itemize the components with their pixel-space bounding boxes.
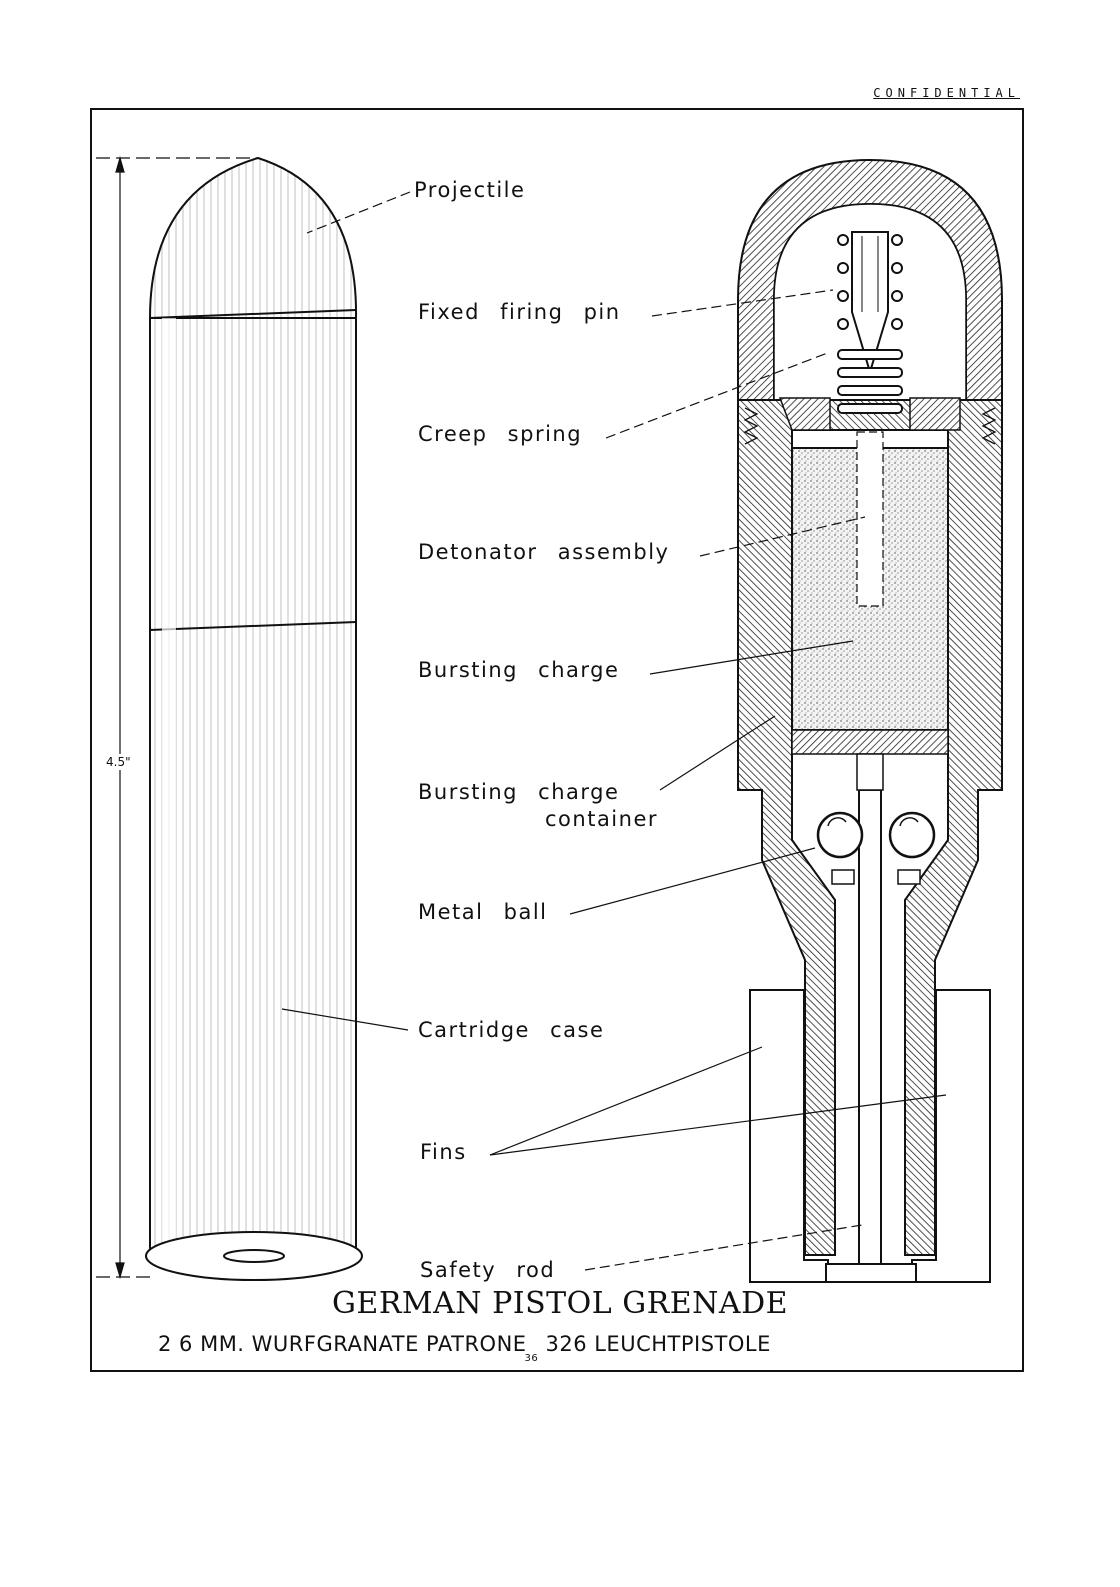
length-dimension: 4.5"	[106, 754, 131, 770]
label-bursting-charge-container: Bursting charge	[418, 780, 620, 804]
leader-lines	[281, 191, 947, 1271]
grenade-cross-section	[737, 158, 1003, 1283]
diagram-title: GERMAN PISTOL GRENADE	[331, 1286, 789, 1321]
label-bursting-charge: Bursting charge	[418, 658, 620, 682]
label-detonator-assembly: Detonator assembly	[418, 540, 670, 564]
label-fins: Fins	[420, 1140, 467, 1164]
subtitle-main: 2 6 MM. WURFGRANATE PATRONE	[158, 1332, 527, 1356]
label-container: container	[545, 807, 659, 831]
subtitle-subscript: 36	[524, 1353, 539, 1364]
dimension-line	[96, 155, 258, 1280]
label-metal-ball: Metal ball	[418, 900, 548, 924]
confidential-stamp: CONFIDENTIAL	[873, 86, 1020, 100]
label-creep-spring: Creep spring	[418, 422, 583, 446]
label-fixed-firing-pin: Fixed firing pin	[418, 300, 621, 324]
drawing-frame	[90, 108, 1024, 1372]
cartridge-exterior	[145, 156, 363, 1281]
label-projectile: Projectile	[414, 178, 526, 202]
label-safety-rod: Safety rod	[420, 1258, 556, 1282]
subtitle-rest: 326 LEUCHTPISTOLE	[545, 1332, 771, 1356]
label-cartridge-case: Cartridge case	[418, 1018, 605, 1042]
diagram-subtitle: 2 6 MM. WURFGRANATE PATRONE36 326 LEUCHT…	[158, 1332, 771, 1364]
